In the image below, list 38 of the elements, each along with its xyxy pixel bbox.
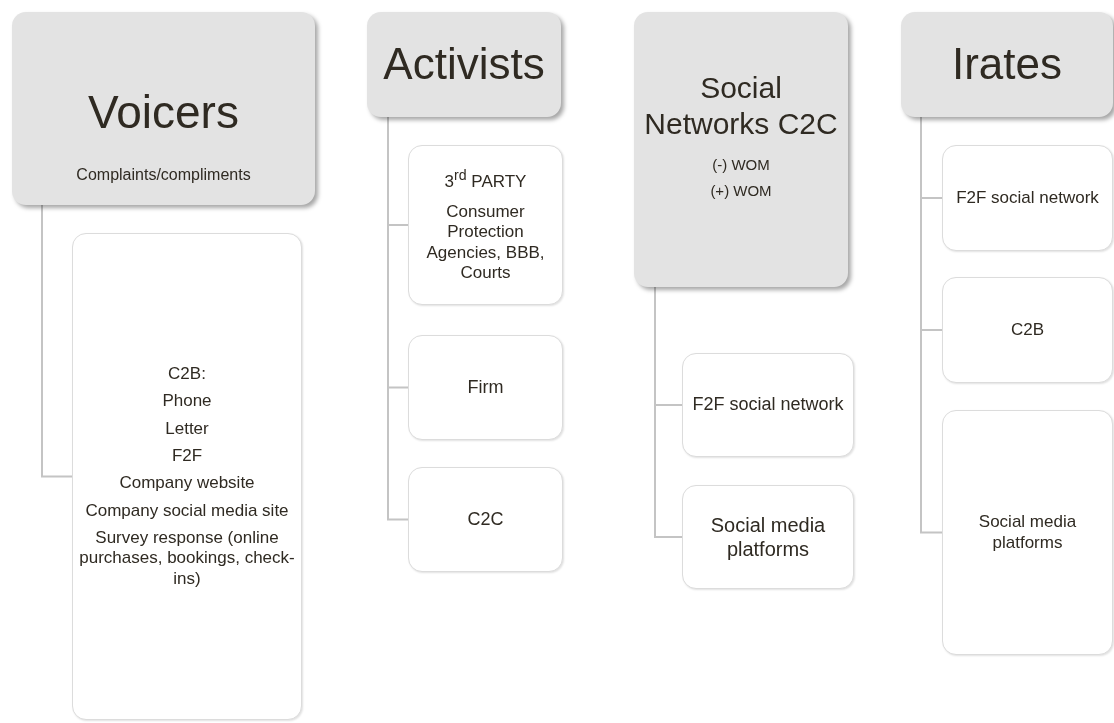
category-subtitle: (+) WOM	[710, 181, 772, 200]
channel-box	[408, 467, 563, 572]
channel-text: Phone	[162, 391, 212, 412]
category-title: Irates	[951, 38, 1062, 91]
category-box	[12, 12, 315, 205]
channel-box	[942, 410, 1113, 655]
channel-box	[72, 233, 302, 720]
channel-box	[408, 335, 563, 440]
channel-box	[942, 145, 1113, 251]
category-subtitle: Complaints/compliments	[76, 164, 251, 184]
channel-text: Consumer Protection Agencies, BBB, Courts	[425, 201, 546, 284]
category-box	[901, 12, 1113, 117]
connector-line	[654, 286, 683, 538]
category-title: Activists	[383, 38, 545, 91]
channel-text: C2B:	[168, 363, 206, 385]
connector-line	[41, 204, 73, 478]
channel-text: Company website	[119, 473, 255, 494]
channel-text: C2C	[467, 508, 504, 531]
channel-text: Social media platforms	[709, 513, 827, 561]
channel-text: F2F social network	[692, 394, 844, 416]
category-title: Social Networks C2C	[643, 69, 839, 142]
channel-text: 3$^{rd}$ PARTY	[444, 166, 527, 192]
channel-text: F2F social network	[956, 187, 1099, 209]
category-box	[634, 12, 848, 287]
category-box	[367, 12, 561, 117]
channel-box	[682, 485, 854, 589]
channel-text: Letter	[165, 418, 209, 439]
category-subtitle: (-) WOM	[712, 155, 770, 174]
channel-text: Firm	[467, 376, 504, 399]
category-title: Voicers	[88, 85, 239, 141]
channel-text: Company social media site	[85, 500, 289, 522]
channel-text: Social media platforms	[977, 512, 1078, 553]
channel-text: Survey response (online purchases, bookings, check-ins)	[78, 528, 296, 590]
channel-box	[408, 145, 563, 305]
channel-text: F2F	[171, 445, 203, 467]
channel-text: C2B	[1010, 319, 1045, 341]
channel-box	[682, 353, 854, 457]
channel-box	[942, 277, 1113, 383]
